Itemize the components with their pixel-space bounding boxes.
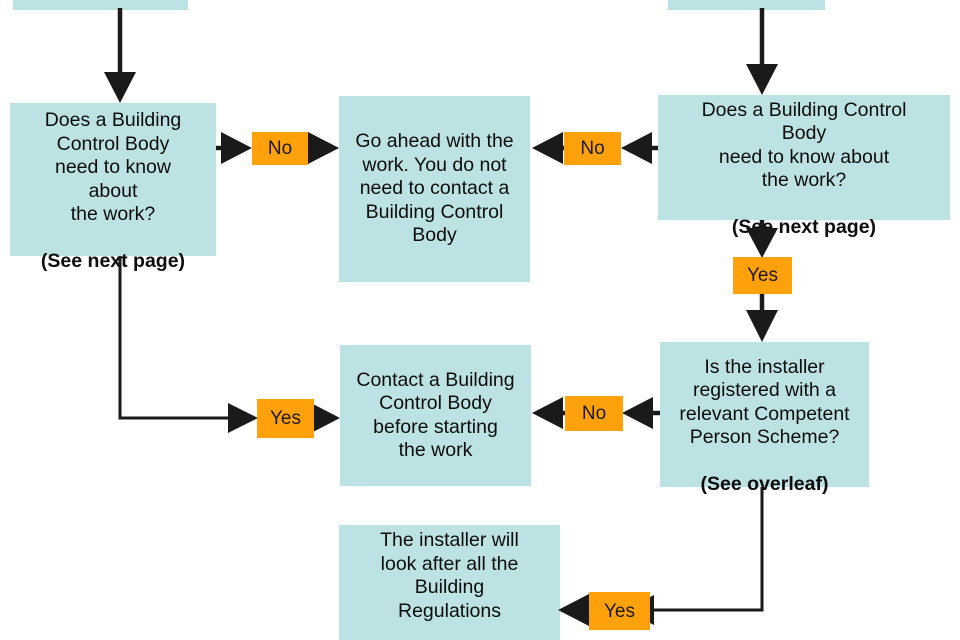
wire-installer-question-to-no	[622, 397, 660, 429]
edge-label-installer-yes[interactable]: Yes	[589, 592, 650, 630]
edge-label-left-yes[interactable]: Yes	[257, 399, 314, 438]
node-installer-outcome[interactable]: The installer will look after all the Bu…	[339, 525, 560, 640]
wire-installer-no-to-contact-outcome	[532, 397, 566, 429]
edge-label-right-yes-text: Yes	[747, 265, 778, 286]
node-installer-question[interactable]: Is the installer registered with a relev…	[660, 342, 869, 495]
edge-label-left-yes-text: Yes	[270, 408, 301, 429]
node-installer-outcome-text: The installer will look after all the Bu…	[380, 529, 519, 622]
node-top-right-partial-text: an installer	[699, 0, 793, 6]
node-left-question[interactable]: Does a Building Control Body need to kno…	[10, 103, 216, 272]
node-right-question-text: Does a Building Control Body need to kno…	[701, 98, 907, 192]
node-left-question-text: Does a Building Control Body need to kno…	[44, 109, 182, 225]
node-center-outcome-text: Go ahead with the work. You do not need …	[355, 130, 514, 247]
node-installer-question-text: Is the installer registered with a relev…	[679, 355, 850, 449]
wire-bottom-yes-to-installer-outcome	[558, 594, 590, 626]
node-contact-outcome-text: Contact a Building Control Body before s…	[356, 368, 515, 462]
edge-label-left-no-text: No	[267, 138, 293, 159]
wire-yes-to-contact-outcome	[311, 403, 340, 433]
wire-no-to-center-outcome	[307, 132, 339, 164]
wire-right-question-to-no	[621, 132, 658, 164]
edge-label-installer-yes-text: Yes	[604, 600, 635, 622]
node-contact-outcome[interactable]: Contact a Building Control Body before s…	[340, 345, 531, 486]
node-left-question-note: (See next page)	[40, 250, 186, 272]
node-right-question-note: (See next page)	[731, 216, 877, 239]
wire-left-question-to-no	[216, 132, 252, 164]
edge-label-right-yes[interactable]: Yes	[733, 257, 792, 294]
wire-left-question-to-yes	[118, 256, 258, 433]
edge-label-right-no[interactable]: No	[564, 132, 621, 165]
edge-label-installer-no-text: No	[581, 403, 607, 424]
node-top-left-partial-text: a relative	[61, 0, 140, 6]
node-installer-question-note: (See overleaf)	[700, 473, 829, 496]
edge-label-left-no[interactable]: No	[252, 132, 308, 165]
wire-right-no-to-center-outcome	[532, 132, 565, 164]
node-center-outcome[interactable]: Go ahead with the work. You do not need …	[339, 96, 530, 282]
edge-label-right-no-text: No	[580, 138, 605, 159]
node-top-right-partial: an installer	[668, 0, 825, 10]
node-top-left-partial: a relative	[13, 0, 188, 10]
edge-label-installer-no[interactable]: No	[565, 396, 623, 431]
node-right-question[interactable]: Does a Building Control Body need to kno…	[658, 95, 950, 238]
